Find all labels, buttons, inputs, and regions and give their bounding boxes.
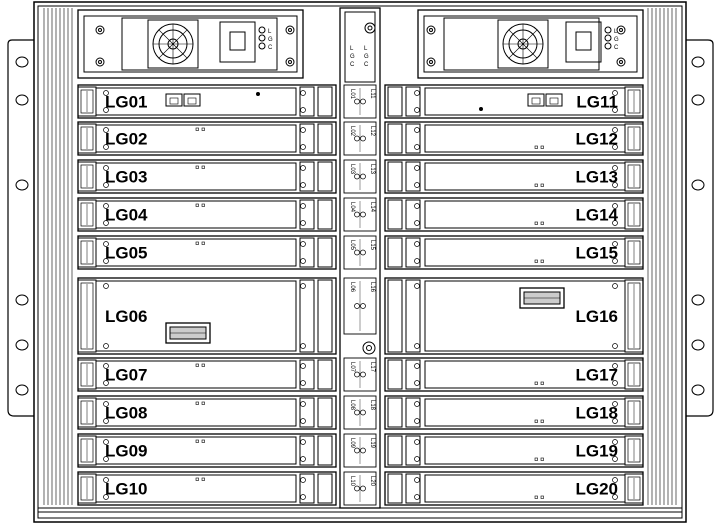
psu-left-status-c: C [268,45,273,51]
center-label-left: L04 [349,202,355,213]
center-top-g: G [350,54,355,60]
slot-lg05: LG05 [77,235,337,270]
center-label-left: L08 [349,400,355,411]
slot-lg10: LG10 [77,471,337,506]
center-label-left: L06 [349,282,355,293]
center-label-left: L07 [349,362,355,373]
center-top-c: C [350,62,355,68]
center-cell: L03 L13 [343,159,377,194]
slot-lg16: LG16 [384,277,644,355]
slot-label-right: LG11 [576,93,618,112]
slot-lg04: LG04 [77,197,337,232]
center-top-g2: G [364,54,369,60]
slot-lg18: LG18 [384,395,644,430]
center-cell: L01 L11 [343,84,377,119]
slot-label-right: LG18 [575,404,618,423]
slot-lg07: LG07 [77,357,337,392]
slot-label-left: LG03 [105,168,148,187]
psu-left-status-g: G [268,37,273,43]
slot-lg20: LG20 [384,471,644,506]
center-top-c2: C [364,62,369,68]
outer-frame [7,1,714,523]
slot-label-right: LG16 [575,307,618,326]
center-label-right: L12 [369,126,375,137]
center-label-left: L09 [349,438,355,449]
center-label-left: L05 [349,240,355,251]
slot-lg15: LG15 [384,235,644,270]
center-column: L G C L G C [339,7,381,509]
slot-label-right: LG12 [575,130,618,149]
slot-label-right: LG20 [575,480,618,499]
center-cell: L06 L16 [343,277,377,335]
center-cell: L04 L14 [343,197,377,232]
center-label-right: L15 [369,240,375,251]
center-label-right: L20 [369,476,375,487]
center-label-left: L03 [349,164,355,175]
center-cell: L07 L17 [343,357,377,392]
slot-label-left: LG04 [105,206,148,225]
center-label-right: L18 [369,400,375,411]
slot-label-left: LG02 [105,130,148,149]
center-label-left: L02 [349,126,355,137]
slot-lg01: LG01 [77,84,337,119]
slot-label-left: LG06 [105,307,148,326]
center-label-left: L10 [349,476,355,487]
psu-right-status-l: L [614,29,618,35]
slot-label-left: LG08 [105,404,148,423]
slot-lg11: LG11 [384,84,644,119]
slot-lg19: LG19 [384,433,644,468]
slot-lg17: LG17 [384,357,644,392]
psu-right-status-c: C [614,45,619,51]
slot-lg06: LG06 [77,277,337,355]
slot-lg03: LG03 [77,159,337,194]
center-cell: L08 L18 [343,395,377,430]
slot-lg12: LG12 [384,121,644,156]
slot-lg09: LG09 [77,433,337,468]
slot-lg14: LG14 [384,197,644,232]
slot-label-right: LG13 [575,168,618,187]
center-cell: L05 L15 [343,235,377,270]
center-label-right: L11 [369,89,375,99]
slot-label-left: LG10 [105,480,148,499]
center-label-right: L17 [369,362,375,373]
slot-label-right: LG14 [575,206,618,225]
slot-lg08: LG08 [77,395,337,430]
slot-label-right: LG19 [575,442,618,461]
slot-label-left: LG07 [105,366,148,385]
slot-label-right: LG15 [575,244,618,263]
center-top-l: L [350,46,354,52]
slot-lg13: LG13 [384,159,644,194]
slot-label-left: LG01 [105,93,148,112]
center-cell: L02 L12 [343,121,377,156]
center-label-right: L13 [369,164,375,175]
center-top-l2: L [364,46,368,52]
psu-right-status-g: G [614,37,619,43]
center-label-right: L14 [369,202,375,213]
psu-right: L G C [417,9,644,79]
psu-left: L G C [77,9,304,79]
center-label-left: L01 [349,89,355,100]
slot-label-left: LG09 [105,442,148,461]
slot-label-left: LG05 [105,244,148,263]
slot-lg02: LG02 [77,121,337,156]
center-cell: L09 L19 [343,433,377,468]
center-label-right: L19 [369,438,375,449]
center-cell: L10 L20 [343,471,377,506]
center-label-right: L16 [369,282,375,293]
slot-label-right: LG17 [575,366,618,385]
psu-left-status-l: L [268,29,272,35]
